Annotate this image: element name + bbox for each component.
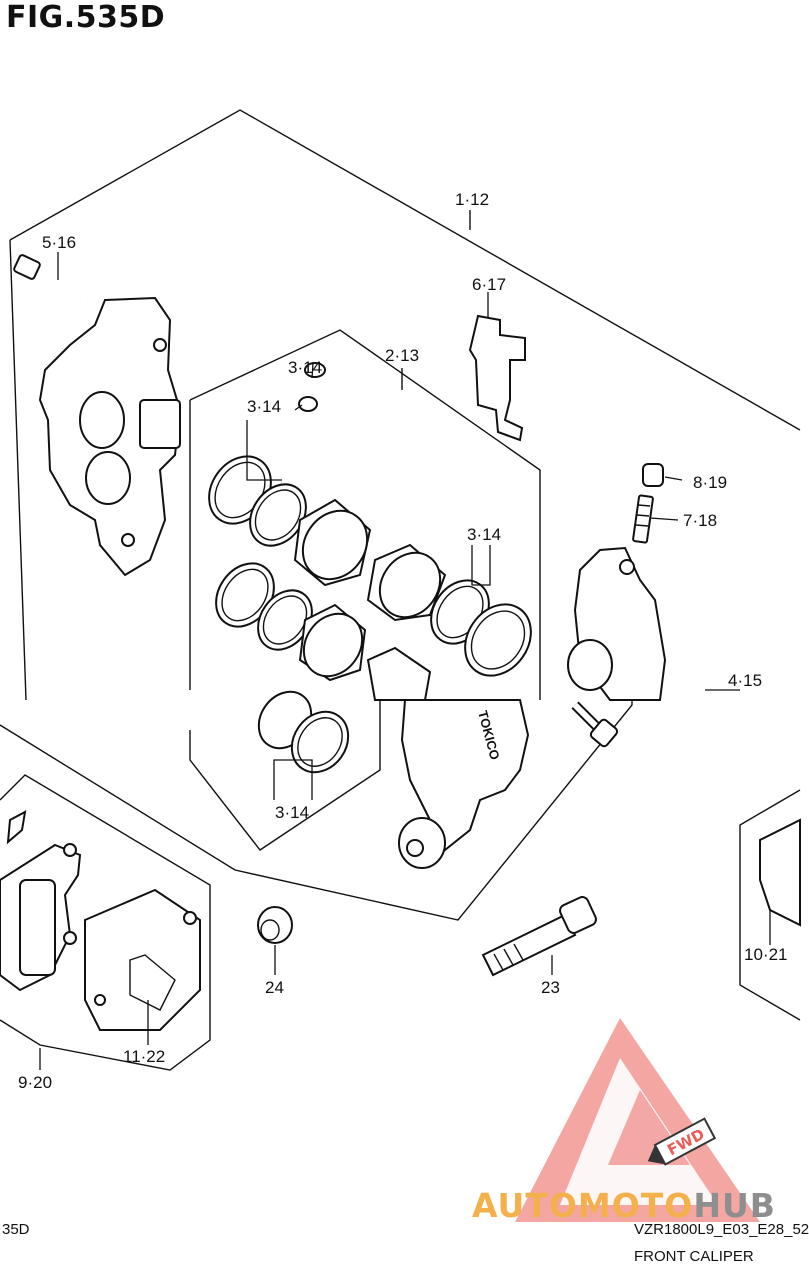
footer-caption: FRONT CALIPER — [634, 1248, 754, 1265]
callout-1-12: 1·12 — [455, 190, 489, 209]
pad-shim-1 — [6, 810, 27, 845]
figure-title: FIG.535D — [6, 0, 166, 35]
logo-text-part1: AUTOMOTO — [472, 1186, 694, 1225]
seal-ring-small-2 — [298, 396, 318, 412]
mounting-bolt-lower — [481, 896, 597, 977]
piston-1 — [293, 498, 372, 587]
callout-9-20: 9·20 — [18, 1073, 52, 1092]
bleeder-valve — [632, 494, 654, 544]
frame-outer — [9, 109, 801, 431]
logo-text-part2: HUB — [693, 1186, 776, 1225]
pad-box-right — [739, 789, 801, 1021]
pad-pin — [571, 701, 619, 748]
callout-3-14-a: 3·14 — [288, 358, 322, 377]
brake-pad-2 — [84, 888, 201, 1031]
callout-2-13: 2·13 — [385, 346, 419, 365]
callout-10-21: 10·21 — [744, 945, 787, 964]
callout-3-14-d: 3·14 — [275, 803, 309, 822]
leader-lines — [39, 252, 771, 1070]
bleeder-cap — [642, 463, 664, 487]
collar-24 — [257, 906, 293, 944]
callout-23: 23 — [541, 978, 560, 997]
piston-4 — [366, 646, 432, 701]
callout-11-22: 11·22 — [123, 1047, 165, 1066]
callout-6-17: 6·17 — [472, 275, 506, 294]
fwd-badge-icon: FWD — [647, 1117, 717, 1166]
pad-spring — [468, 314, 526, 442]
callout-24: 24 — [265, 978, 284, 997]
callout-4-15: 4·15 — [728, 671, 762, 690]
callout-5-16: 5·16 — [42, 233, 76, 252]
piston-2 — [298, 603, 367, 682]
footer-left-code: 35D — [2, 1221, 30, 1238]
callout-3-14-c: 3·14 — [467, 525, 501, 544]
mounting-bolt-upper — [13, 254, 90, 301]
pad-shim-right — [759, 818, 801, 927]
callout-7-18: 7·18 — [683, 511, 717, 530]
automotohub-logo: FWD — [515, 1018, 760, 1222]
seal-ring-small-1 — [304, 362, 326, 378]
callout-8-19: 8·19 — [693, 473, 727, 492]
caliper-lower: TOKICO — [398, 699, 530, 869]
automotohub-wordmark: AUTOMOTOHUB — [472, 1186, 776, 1225]
callout-3-14-b: 3·14 — [247, 397, 281, 416]
caliper-body-left — [38, 296, 182, 577]
caliper-body-right — [567, 546, 667, 701]
pad-box-frame — [0, 774, 211, 1071]
brake-pad-1 — [0, 843, 82, 992]
footer-model-code: VZR1800L9_E03_E28_52 — [634, 1221, 809, 1238]
piston-3 — [366, 543, 447, 622]
frame-inner — [189, 329, 541, 700]
